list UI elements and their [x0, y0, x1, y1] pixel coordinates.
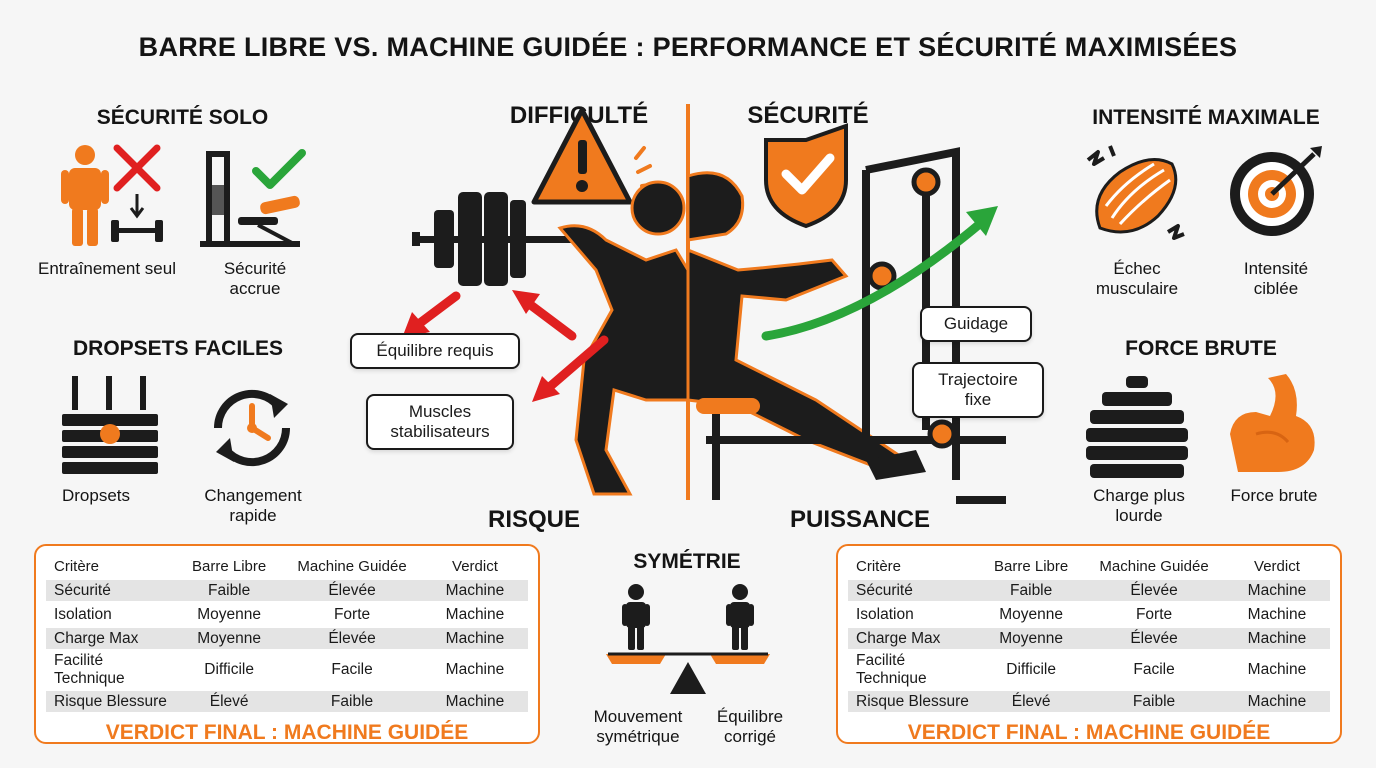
table-cell: Charge Max	[848, 628, 979, 649]
caption-securite-accrue: Sécurité accrue	[223, 259, 287, 298]
table-cell: Isolation	[856, 605, 914, 623]
table-cell: Moyenne	[176, 628, 283, 649]
muscle-strain-icon	[1080, 140, 1192, 252]
section-heading-dropsets: DROPSETS FACILES	[72, 337, 284, 360]
table-cell: Machine	[445, 661, 505, 678]
caption-dropsets: Dropsets	[61, 486, 131, 505]
clock-cycle-icon	[204, 380, 300, 476]
table-cell: Difficile	[1006, 661, 1056, 678]
table-cell: Machine	[1247, 605, 1307, 623]
caption-mouvement-symetrique: Mouvement symétrique	[593, 707, 683, 746]
section-heading-securite-solo: SÉCURITÉ SOLO	[96, 106, 269, 129]
caption-entrainement-seul: Entraînement seul	[38, 259, 176, 278]
table-cell: Forte	[1135, 605, 1173, 623]
table-cell: Machine	[421, 691, 528, 712]
table-header-barre: Barre Libre	[994, 557, 1069, 575]
section-heading-force-brute: FORCE BRUTE	[1125, 337, 1277, 360]
table-cell: Élevée	[282, 580, 422, 601]
table-row: Isolation Moyenne Forte Machine	[848, 604, 1330, 625]
table-cell: Machine	[1223, 580, 1330, 601]
caption-changement-rapide: Changement rapide	[204, 486, 302, 525]
table-row: Risque Blessure Élevé Faible Machine	[46, 691, 528, 712]
table-row: Facilité Technique Difficile Facile Mach…	[848, 652, 1330, 688]
table-cell: Isolation	[54, 605, 112, 623]
table-cell: Facile	[331, 661, 373, 678]
table-header-machine: Machine Guidée	[1099, 557, 1209, 575]
table-cell: Faible	[1084, 691, 1224, 712]
table-row: Isolation Moyenne Forte Machine	[46, 604, 528, 625]
caption-echec-musculaire: Échec musculaire	[1095, 259, 1179, 298]
bubble-equilibre-requis: Équilibre requis	[350, 333, 520, 369]
table-row: Sécurité Faible Élevée Machine	[46, 580, 528, 601]
weight-stack-icon	[60, 374, 160, 482]
balance-scale-icon	[600, 580, 776, 700]
table-cell: Faible	[282, 691, 422, 712]
table-cell: Élevée	[282, 628, 422, 649]
target-icon	[1226, 144, 1326, 240]
table-cell: Difficile	[204, 661, 254, 678]
person-alone-icon	[55, 142, 175, 252]
verdict-final-left: VERDICT FINAL : MACHINE GUIDÉE	[105, 721, 469, 744]
caption-equilibre-corrige: Équilibre corrigé	[716, 707, 784, 746]
table-cell: Faible	[978, 580, 1085, 601]
flexed-arm-icon	[1226, 372, 1322, 476]
bubble-trajectoire-fixe: Trajectoire fixe	[912, 362, 1044, 418]
warning-icon	[531, 107, 633, 205]
table-cell: Machine	[1223, 628, 1330, 649]
section-heading-symetrie: SYMÉTRIE	[633, 550, 741, 573]
comparison-table-left: Critère Barre Libre Machine Guidée Verdi…	[34, 544, 540, 744]
table-cell: Moyenne	[978, 628, 1085, 649]
table-cell: Moyenne	[197, 605, 262, 623]
shield-check-icon	[764, 123, 848, 229]
table-row: Sécurité Faible Élevée Machine	[848, 580, 1330, 601]
page-title: BARRE LIBRE VS. MACHINE GUIDÉE : PERFORM…	[138, 32, 1238, 62]
table-row: Risque Blessure Élevé Faible Machine	[848, 691, 1330, 712]
table-cell: Facile	[1133, 661, 1175, 678]
table-header-machine: Machine Guidée	[297, 557, 407, 575]
table-cell: Élevé	[176, 691, 283, 712]
table-cell: Élevée	[1084, 628, 1224, 649]
table-header-critere: Critère	[54, 557, 100, 575]
table-row: Facilité Technique Difficile Facile Mach…	[46, 652, 528, 688]
table-cell: Sécurité	[46, 580, 177, 601]
label-risque: RISQUE	[487, 506, 580, 533]
table-header-critere: Critère	[856, 557, 902, 575]
table-cell: Facilité Technique	[54, 652, 125, 687]
caption-intensite-ciblee: Intensité ciblée	[1243, 259, 1309, 298]
table-cell: Charge Max	[46, 628, 177, 649]
table-cell: Moyenne	[999, 605, 1064, 623]
section-heading-intensite: INTENSITÉ MAXIMALE	[1092, 106, 1320, 129]
table-cell: Risque Blessure	[848, 691, 979, 712]
verdict-final-right: VERDICT FINAL : MACHINE GUIDÉE	[907, 721, 1271, 744]
table-cell: Machine	[445, 605, 505, 623]
table-row: Charge Max Moyenne Élevée Machine	[46, 628, 528, 649]
table-header-verdict: Verdict	[1254, 557, 1300, 575]
table-cell: Machine	[1247, 661, 1307, 678]
table-cell: Forte	[333, 605, 371, 623]
table-cell: Faible	[176, 580, 283, 601]
table-cell: Élevé	[978, 691, 1085, 712]
center-illustration	[346, 100, 1066, 510]
table-header-verdict: Verdict	[452, 557, 498, 575]
heading-securite: SÉCURITÉ	[747, 102, 869, 129]
table-cell: Machine	[421, 580, 528, 601]
table-header-barre: Barre Libre	[192, 557, 267, 575]
comparison-table-right: Critère Barre Libre Machine Guidée Verdi…	[836, 544, 1342, 744]
table-cell: Élevée	[1084, 580, 1224, 601]
table-cell: Facilité Technique	[856, 652, 927, 687]
table-cell: Risque Blessure	[46, 691, 177, 712]
table-row: Charge Max Moyenne Élevée Machine	[848, 628, 1330, 649]
label-puissance: PUISSANCE	[789, 506, 931, 533]
caption-charge-plus-lourde: Charge plus lourde	[1093, 486, 1185, 525]
machine-check-icon	[198, 145, 310, 251]
caption-force-brute: Force brute	[1230, 486, 1318, 505]
table-cell: Machine	[421, 628, 528, 649]
bubble-guidage: Guidage	[920, 306, 1032, 342]
table-cell: Machine	[1223, 691, 1330, 712]
bubble-muscles-stabilisateurs: Muscles stabilisateurs	[366, 394, 514, 450]
table-cell: Sécurité	[848, 580, 979, 601]
weight-plates-icon	[1084, 376, 1190, 480]
